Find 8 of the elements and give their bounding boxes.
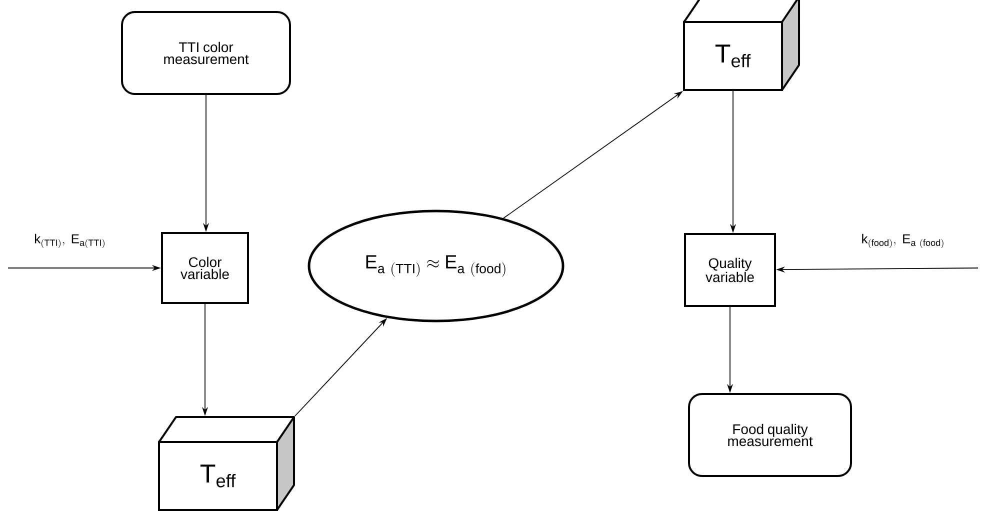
rounded-box: Food quality measurement — [688, 393, 852, 477]
process-box: Color variable — [161, 232, 249, 304]
cube-drawing: T$_{eff}$ — [683, 0, 800, 91]
process-box: Quality variable — [684, 233, 776, 307]
rounded-box: TTI color measurement — [121, 11, 291, 95]
parameter-label: $\mathrm{k}_{\mathrm{(food)}},\ \mathrm{E}_{\mathrm{a\ (food)}}$ — [862, 234, 944, 248]
parameter-label: $\mathrm{k}_{\mathrm{(TTI)}},\ \mathrm{E}_{\mathrm{a(TTI)}}$ — [34, 234, 104, 248]
cube-drawing: T$_{eff}$ — [158, 416, 295, 511]
